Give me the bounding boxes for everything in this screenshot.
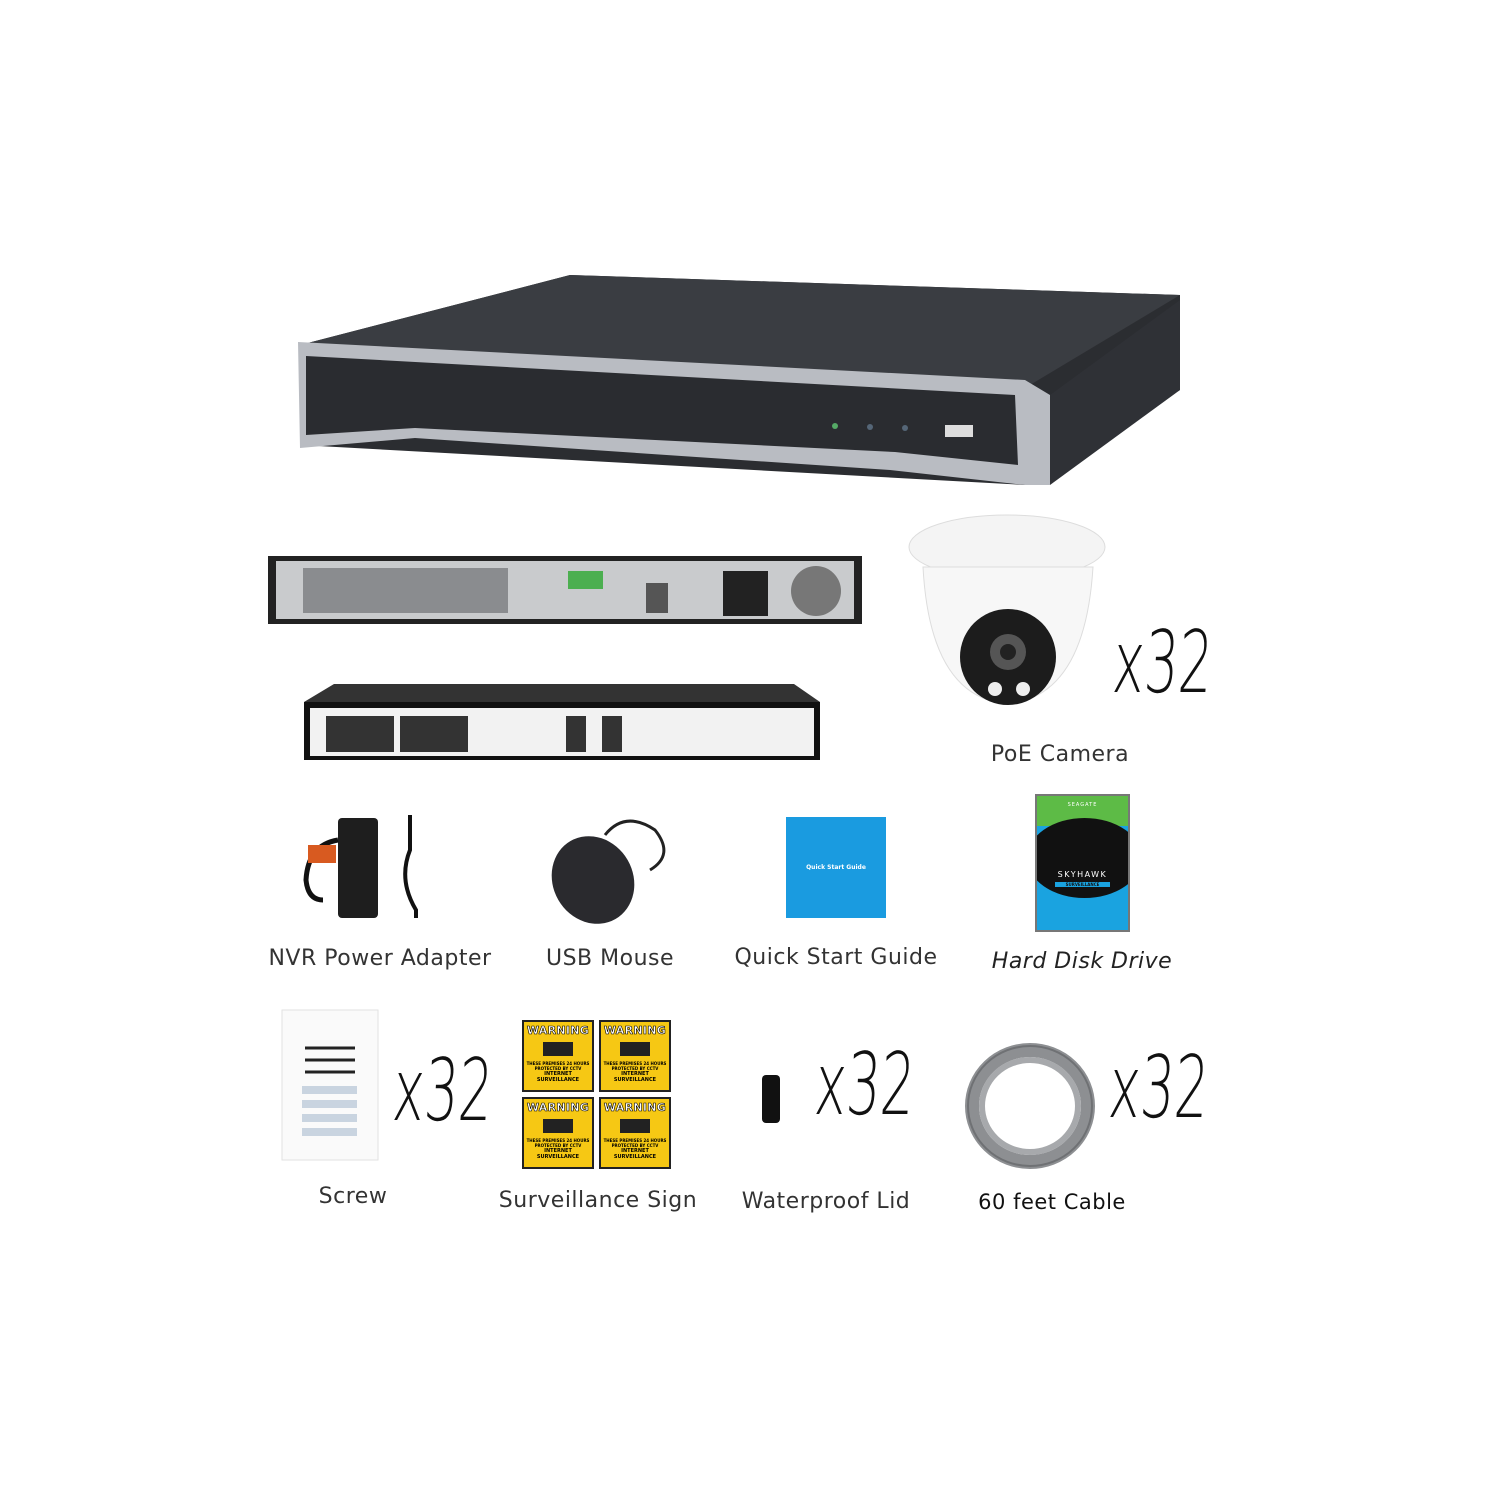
quick-start-guide-label: Quick Start Guide: [734, 945, 938, 970]
camera-label: PoE Camera: [990, 742, 1130, 767]
sign-footer: INTERNET SURVEILLANCE: [536, 1071, 580, 1083]
screw-quantity: x32: [389, 1041, 496, 1141]
usb-mouse-label: USB Mouse: [545, 946, 675, 971]
screw-label: Screw: [318, 1184, 388, 1209]
sign-heading: WARNING: [603, 1101, 667, 1115]
sign-text: THESE PREMISES 24 HOURS PROTECTED BY CCT…: [526, 1138, 590, 1148]
sign-text: THESE PREMISES 24 HOURS PROTECTED BY CCT…: [603, 1138, 667, 1148]
power-adapter-image: [303, 815, 418, 918]
power-adapter-label: NVR Power Adapter: [268, 946, 492, 971]
network-cable-image: [965, 1043, 1095, 1169]
nvr-front-image: [298, 275, 1180, 485]
sign-heading: WARNING: [526, 1024, 590, 1038]
sign-footer: INTERNET SURVEILLANCE: [536, 1148, 580, 1160]
surveillance-sign-label: Surveillance Sign: [498, 1188, 698, 1213]
sign-text: THESE PREMISES 24 HOURS PROTECTED BY CCT…: [603, 1061, 667, 1071]
hard-disk-drive-image: SEAGATE SKYHAWK SURVEILLANCE: [1035, 794, 1130, 932]
camera-quantity: x32: [1109, 613, 1216, 713]
hdd-model: SKYHAWK: [1057, 870, 1108, 879]
quick-start-guide-image: Quick Start Guide: [786, 817, 886, 918]
sign-heading: WARNING: [526, 1101, 590, 1115]
poe-camera-image: [908, 514, 1106, 705]
lid-quantity: x32: [811, 1035, 918, 1135]
nvr-rear-image: [268, 556, 862, 624]
usb-mouse-image: [551, 819, 666, 924]
cable-label: 60 feet Cable: [978, 1190, 1126, 1214]
waterproof-lid-image: [762, 1075, 780, 1123]
sign-footer: INTERNET SURVEILLANCE: [613, 1071, 657, 1083]
screw-pack-image: [281, 1009, 379, 1161]
surveillance-sign-image: WARNING THESE PREMISES 24 HOURS PROTECTED…: [522, 1020, 676, 1174]
sign-footer: INTERNET SURVEILLANCE: [613, 1148, 657, 1160]
waterproof-lid-label: Waterproof Lid: [741, 1189, 911, 1214]
hdd-line: SURVEILLANCE: [1055, 882, 1110, 887]
sign-text: THESE PREMISES 24 HOURS PROTECTED BY CCT…: [526, 1061, 590, 1071]
poe-switch-image: [304, 684, 820, 760]
guide-cover-text: Quick Start Guide: [806, 864, 866, 871]
hdd-brand: SEAGATE: [1067, 802, 1098, 808]
sign-heading: WARNING: [603, 1024, 667, 1038]
hard-disk-drive-label: Hard Disk Drive: [991, 949, 1173, 974]
cable-quantity: x32: [1105, 1038, 1212, 1138]
